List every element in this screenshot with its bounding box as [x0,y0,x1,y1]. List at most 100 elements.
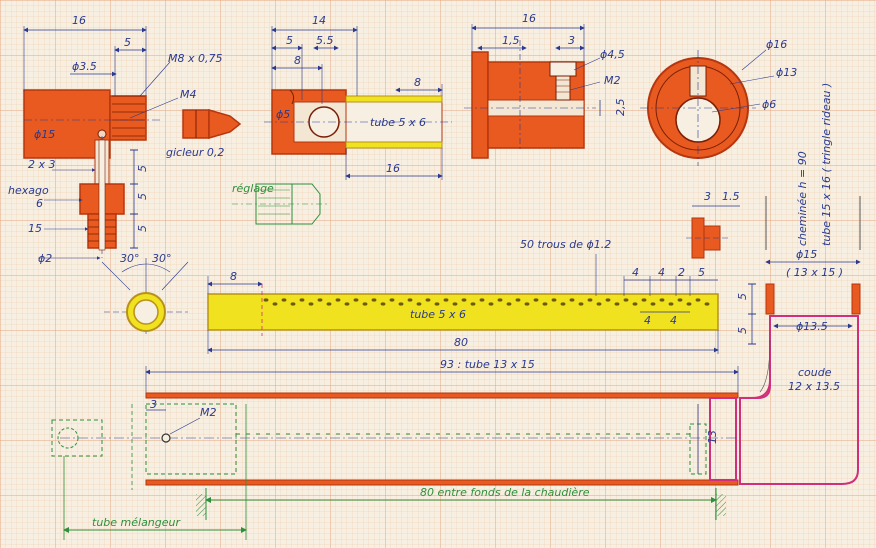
angle-30-a: 30° [120,252,140,265]
tube-hole [308,302,314,306]
dim-m2: M2 [604,74,621,87]
dim-2: 2 [678,266,685,279]
ring-section [101,258,189,334]
dim-5-c: 5 [698,266,705,279]
dim-5-v4: 5 [736,293,749,300]
washer-detail [686,205,740,259]
label-cheminee: cheminée h = 90 [796,151,809,246]
dim-phi2: ϕ2 [38,252,52,265]
gicleur-nozzle [182,109,242,139]
dim-5-v3: 5 [136,225,149,232]
dim-m2-b: M2 [200,406,217,419]
label-coude-size: 12 x 13.5 [788,380,840,393]
tube-hole [416,302,422,306]
dim-15: 15 [28,222,42,235]
tube-hole [650,302,656,306]
tube-hole [506,302,512,306]
label-coude: coude [798,366,832,379]
dim-8-a: 8 [294,54,301,67]
dim-3-c: 3 [150,398,157,411]
tube-hole [551,298,557,302]
tube-hole [533,298,539,302]
dim-4-d: 4 [670,314,677,327]
dim-2x3: 2 x 3 [28,158,56,171]
tube-hole [299,298,305,302]
dim-phi13: ϕ13 [776,66,797,79]
dim-5-v1: 5 [136,165,149,172]
dim-4-b: 4 [658,266,665,279]
dim-1-5-b: 1.5 [722,190,740,203]
tube-hole [524,302,530,306]
dim-3-b: 3 [704,190,711,203]
fonds-dimension [63,404,726,540]
dim-5-b: 5 [286,34,293,47]
dim-8-c: 8 [230,270,237,283]
tube-hole [344,302,350,306]
tube-hole [470,302,476,306]
tube-hole [407,298,413,302]
reglage-sketch [232,183,330,225]
head-end-view [640,49,775,166]
tube-hole [596,302,602,306]
elbow-coude [739,315,859,485]
dim-5-5: 5.5 [316,34,334,47]
dim-3-a: 3 [568,34,575,47]
dim-13x15: ( 13 x 15 ) [786,266,843,279]
tube-hole [623,298,629,302]
tube-hole [290,302,296,306]
dim-8-b: 8 [414,76,421,89]
tube-hole [335,298,341,302]
injector-body [23,89,160,258]
tube-hole [389,298,395,302]
label-tube-melangeur: tube mélangeur [92,516,182,529]
tube-hole [362,302,368,306]
label-hexago: hexago [8,184,49,197]
mixer-head [264,89,452,155]
label-tube-5x6-b: tube 5 x 6 [410,308,466,321]
tube-hole [434,302,440,306]
label-tube-5x6-a: tube 5 x 6 [370,116,426,129]
dim-m4: M4 [180,88,197,101]
tube-hole [443,298,449,302]
tube-hole [605,298,611,302]
tube-hole [461,298,467,302]
tube-hole [452,302,458,306]
dim-93-tube: 93 : tube 13 x 15 [440,358,535,371]
tube-hole [380,302,386,306]
dim-phi3-5: ϕ3.5 [72,60,97,73]
dim-5-v5: 5 [736,327,749,334]
tube-hole [542,302,548,306]
dim-16-c: 16 [522,12,536,25]
label-80-entre-fonds: 80 entre fonds de la chaudière [420,486,590,499]
dim-m8: M8 x 0,75 [168,52,222,65]
dim-80: 80 [454,336,468,349]
tube-hole [686,302,692,306]
tube-hole [425,298,431,302]
tube-hole [272,302,278,306]
tube-hole [668,302,674,306]
tube-hole [632,302,638,306]
tube-hole [659,298,665,302]
dim-phi6: ϕ6 [762,98,776,111]
dim-phi15: ϕ15 [34,128,55,141]
tube-hole [281,298,287,302]
tube-hole [497,298,503,302]
boiler-tube [51,366,739,490]
burner-head-block [464,40,596,159]
dim-16-b: 16 [386,162,400,175]
dim-phi15-b: ϕ15 [796,248,817,261]
tube-hole [587,298,593,302]
dim-4-a: 4 [632,266,639,279]
tube-hole [371,298,377,302]
tube-hole [326,302,332,306]
chimney-tube [748,196,861,345]
tube-hole [614,302,620,306]
tube-hole [398,302,404,306]
tube-hole [515,298,521,302]
tube-hole [317,298,323,302]
dim-16-a: 16 [72,14,86,27]
tube-hole [479,298,485,302]
dim-4-c: 4 [644,314,651,327]
